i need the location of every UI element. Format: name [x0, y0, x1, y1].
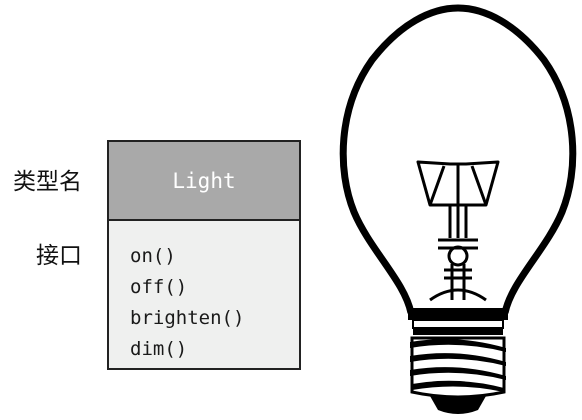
method-item: brighten() [130, 307, 245, 329]
method-item: dim() [130, 338, 188, 360]
interface-label: 接口 [36, 243, 82, 269]
method-item: off() [130, 276, 188, 298]
class-box: Light on() off() brighten() dim() [107, 140, 301, 370]
type-name-label: 类型名 [13, 169, 82, 195]
method-item: on() [130, 245, 176, 267]
method-list: on() off() brighten() dim() [109, 221, 299, 368]
light-bulb-icon [339, 4, 577, 414]
bulb-glass [339, 4, 577, 314]
filament-assembly [416, 160, 500, 302]
screw-base [410, 336, 506, 414]
class-name: Light [109, 142, 299, 221]
